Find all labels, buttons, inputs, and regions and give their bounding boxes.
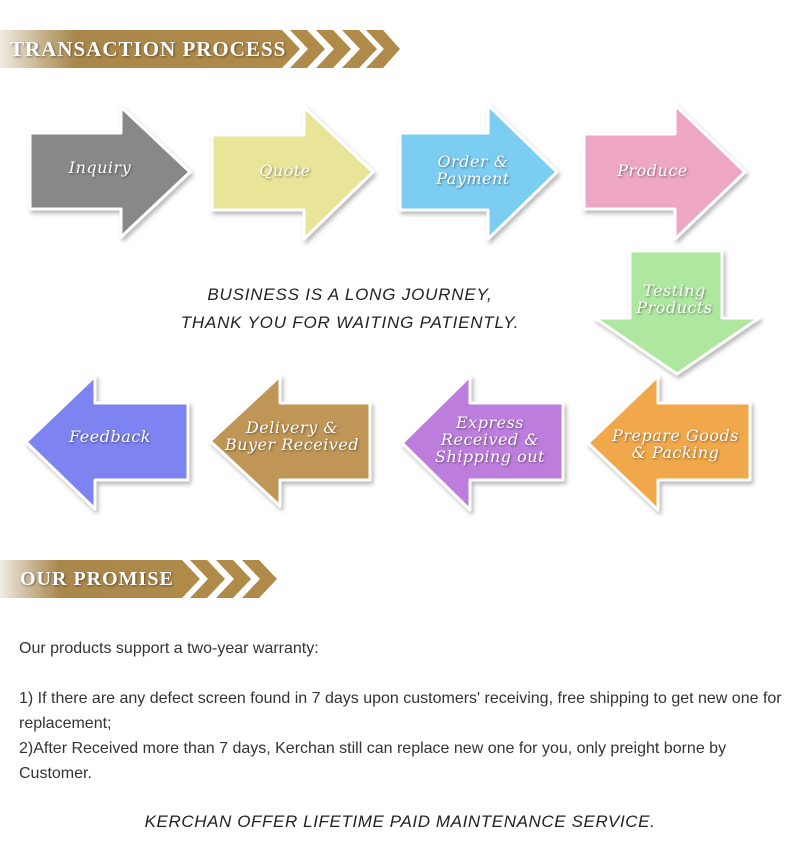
promise-item-1-text: If there are any defect screen found in … bbox=[19, 690, 782, 732]
arrow-quote bbox=[210, 105, 375, 241]
warranty-statement: Our products support a two-year warranty… bbox=[19, 640, 319, 657]
arrow-inquiry bbox=[28, 105, 192, 239]
promise-item-2-number: 2) bbox=[19, 740, 34, 757]
arrow-delivery bbox=[208, 374, 372, 508]
arrow-testing-products bbox=[593, 249, 761, 376]
promise-item-2-text: After Received more than 7 days, Kerchan… bbox=[19, 740, 727, 782]
step-line: Inquiry bbox=[68, 158, 132, 177]
step-label-express: Express Received & Shipping out bbox=[420, 414, 560, 465]
step-line: Products bbox=[636, 298, 713, 317]
step-label-delivery: Delivery & Buyer Received bbox=[212, 419, 372, 453]
maintenance-service-statement: KERCHAN OFFER LIFETIME PAID MAINTENANCE … bbox=[144, 812, 656, 831]
transaction-process-banner: TRANSACTION PROCESS bbox=[0, 30, 400, 68]
journey-line-1: BUSINESS IS A LONG JOURNEY, bbox=[207, 285, 493, 304]
journey-line-2: THANK YOU FOR WAITING PATIENTLY. bbox=[180, 313, 520, 332]
step-label-prepare-goods: Prepare Goods & Packing bbox=[598, 427, 753, 461]
arrow-order-payment bbox=[398, 103, 559, 241]
our-promise-title: OUR PROMISE bbox=[20, 568, 174, 590]
our-promise-banner: OUR PROMISE bbox=[0, 560, 280, 598]
step-label-quote: Quote bbox=[235, 162, 335, 179]
step-label-produce: Produce bbox=[600, 162, 705, 179]
arrow-feedback bbox=[24, 374, 190, 511]
arrow-prepare-goods bbox=[586, 374, 752, 512]
step-line: Payment bbox=[436, 169, 510, 188]
step-line: Delivery & bbox=[245, 418, 339, 437]
banner-chevrons-graphic bbox=[0, 30, 400, 68]
step-line: Quote bbox=[259, 161, 311, 180]
step-label-order-payment: Order & Payment bbox=[413, 153, 533, 187]
transaction-flow-diagram bbox=[24, 103, 761, 512]
transaction-process-title: TRANSACTION PROCESS bbox=[10, 37, 287, 61]
step-line: Express bbox=[456, 413, 524, 432]
arrow-produce bbox=[582, 103, 747, 241]
step-label-feedback: Feedback bbox=[55, 428, 165, 445]
promise-item-2: 2)After Received more than 7 days, Kerch… bbox=[19, 736, 789, 786]
step-line: Prepare Goods bbox=[612, 426, 739, 445]
step-line: Order & bbox=[437, 152, 509, 171]
step-line: Received & bbox=[440, 430, 540, 449]
step-line: Buyer Received bbox=[224, 435, 360, 454]
step-label-inquiry: Inquiry bbox=[50, 159, 150, 176]
promise-item-1-number: 1) bbox=[19, 690, 34, 707]
step-line: Feedback bbox=[69, 427, 151, 446]
arrow-express bbox=[400, 374, 565, 512]
step-line: Shipping out bbox=[435, 447, 545, 466]
step-line: & Packing bbox=[631, 443, 720, 462]
banner-chevrons-graphic bbox=[0, 560, 277, 598]
promise-item-1: 1) If there are any defect screen found … bbox=[19, 686, 789, 736]
step-line: Produce bbox=[617, 161, 688, 180]
step-label-testing-products: Testing Products bbox=[622, 282, 727, 316]
step-line: Testing bbox=[643, 281, 706, 300]
